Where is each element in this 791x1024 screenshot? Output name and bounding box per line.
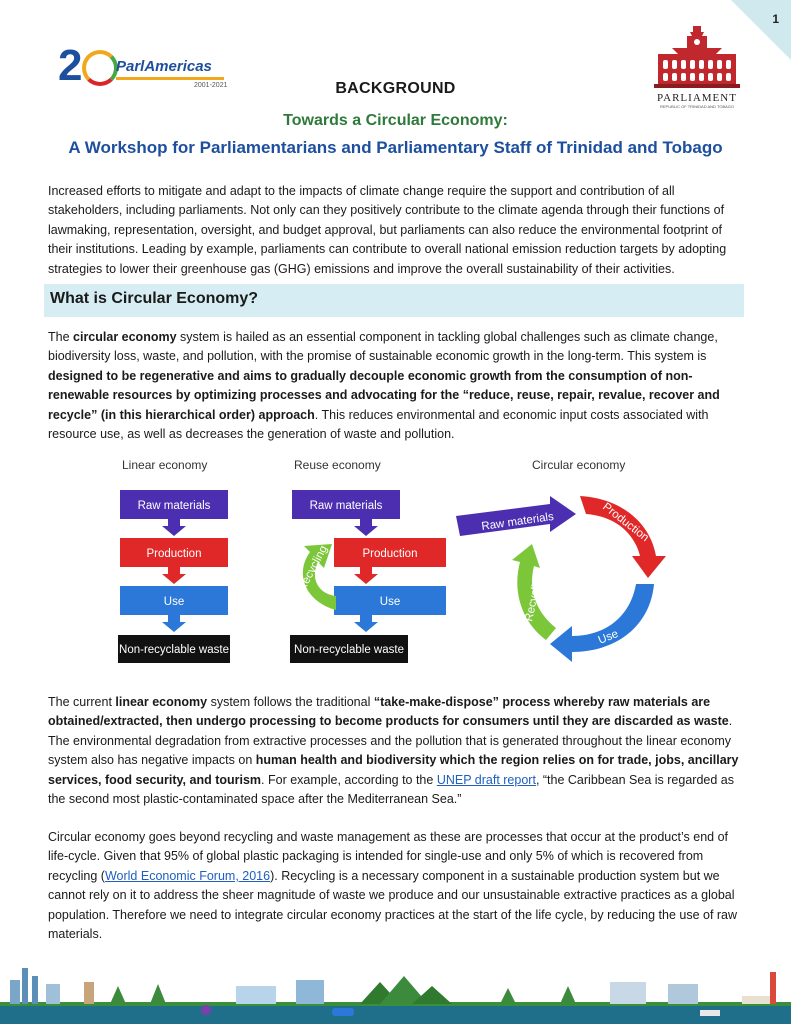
circular-production-label: Production (600, 501, 651, 544)
footer-landscape-illustration (0, 968, 791, 1024)
text-span: . The environmental degradation from ext… (48, 714, 733, 768)
logo-numeral: 2 (58, 41, 83, 90)
text-span: system follows the traditional (207, 695, 374, 709)
parliament-building-icon (654, 26, 740, 88)
text-span: The current (48, 695, 116, 709)
linear-arrow-1 (162, 519, 186, 536)
reuse-arrow-1 (354, 519, 378, 536)
reuse-arrow-3 (354, 615, 378, 632)
linear-use-label: Use (164, 596, 184, 608)
reuse-waste-box (290, 635, 408, 663)
economy-diagram: .dt { font-family:"Liberation Sans", san… (118, 458, 666, 663)
page-corner-tab (731, 0, 791, 60)
bold-span: “take-make-dispose” process whereby raw … (48, 695, 729, 729)
linear-waste-box (118, 635, 230, 663)
linear-waste-label: Non-recyclable waste (119, 644, 229, 656)
header-subtitle: A Workshop for Parliamentarians and Parl… (68, 138, 723, 157)
text-span: , “the Caribbean Sea is regarded as the … (48, 772, 734, 807)
linear-production-box (120, 538, 228, 567)
section-heading: What is Circular Economy? (44, 284, 744, 317)
section-title: What is Circular Economy? (50, 290, 259, 307)
header-title: Towards a Circular Economy: (283, 112, 508, 129)
reuse-production-label: Production (363, 548, 418, 560)
bold-span: designed to be regenerative and aims to … (48, 368, 720, 422)
bold-span: circular economy (73, 330, 177, 344)
text-span: . This reduces environmental and economi… (48, 407, 709, 442)
bold-span: human health and biodiversity which the … (48, 753, 739, 787)
recycling-paragraph: Circular economy goes beyond recycling a… (48, 828, 748, 944)
intro-paragraph: Increased efforts to mitigate and adapt … (48, 184, 727, 276)
reuse-production-box (334, 538, 446, 567)
logo-ring-icon (82, 50, 118, 86)
circular-recycling-arrow (512, 544, 556, 640)
wef-link[interactable]: World Economic Forum, 2016 (104, 868, 271, 883)
linear-raw-box (120, 490, 228, 519)
linear-title: Linear economy (122, 458, 207, 472)
reuse-use-label: Use (380, 596, 400, 608)
linear-production-label: Production (147, 548, 202, 560)
reuse-use-box (334, 586, 446, 615)
text-span: ). Recycling is a necessary component in… (48, 868, 738, 942)
header-label: BACKGROUND (335, 80, 456, 97)
reuse-arrow-2 (354, 567, 378, 584)
page-number: 1 (772, 12, 779, 26)
linear-raw-label: Raw materials (138, 500, 211, 512)
linear-use-box (120, 586, 228, 615)
linear-arrow-3 (162, 615, 186, 632)
text-span: . For example, according to the (261, 772, 437, 787)
reuse-recycling-arrow (302, 544, 336, 610)
unep-report-link[interactable]: UNEP draft report (436, 772, 536, 787)
parliament-logo: PARLIAMENT REPUBLIC OF TRINIDAD AND TOBA… (652, 24, 742, 120)
linear-economy-paragraph: The current linear economy system follow… (48, 693, 748, 809)
logo-name: ParlAmericas (116, 58, 212, 75)
text-span: Circular economy goes beyond recycling a… (48, 830, 729, 883)
logo-years: 2001-2021 (194, 82, 228, 89)
circular-raw-arrow (456, 496, 576, 536)
parlamericas-logo: 2 ParlAmericas 2001-2021 (58, 44, 228, 96)
circular-use-arrow (550, 584, 654, 662)
linear-arrow-2 (162, 567, 186, 584)
reuse-title: Reuse economy (294, 458, 381, 472)
reuse-raw-box (292, 490, 400, 519)
text-span: system is hailed as an essential compone… (48, 330, 718, 364)
parliament-name: PARLIAMENT (657, 92, 737, 104)
bold-span: linear economy (115, 695, 208, 709)
parliament-subtitle: REPUBLIC OF TRINIDAD AND TOBAGO (659, 104, 734, 109)
circular-production-arrow (580, 496, 666, 578)
reuse-raw-label: Raw materials (310, 500, 383, 512)
logo-bar (116, 77, 224, 80)
circular-title: Circular economy (532, 458, 625, 472)
text-span: The (48, 330, 74, 344)
reuse-waste-label: Non-recyclable waste (294, 644, 404, 656)
circular-economy-paragraph: The circular economy system is hailed as… (48, 328, 748, 444)
